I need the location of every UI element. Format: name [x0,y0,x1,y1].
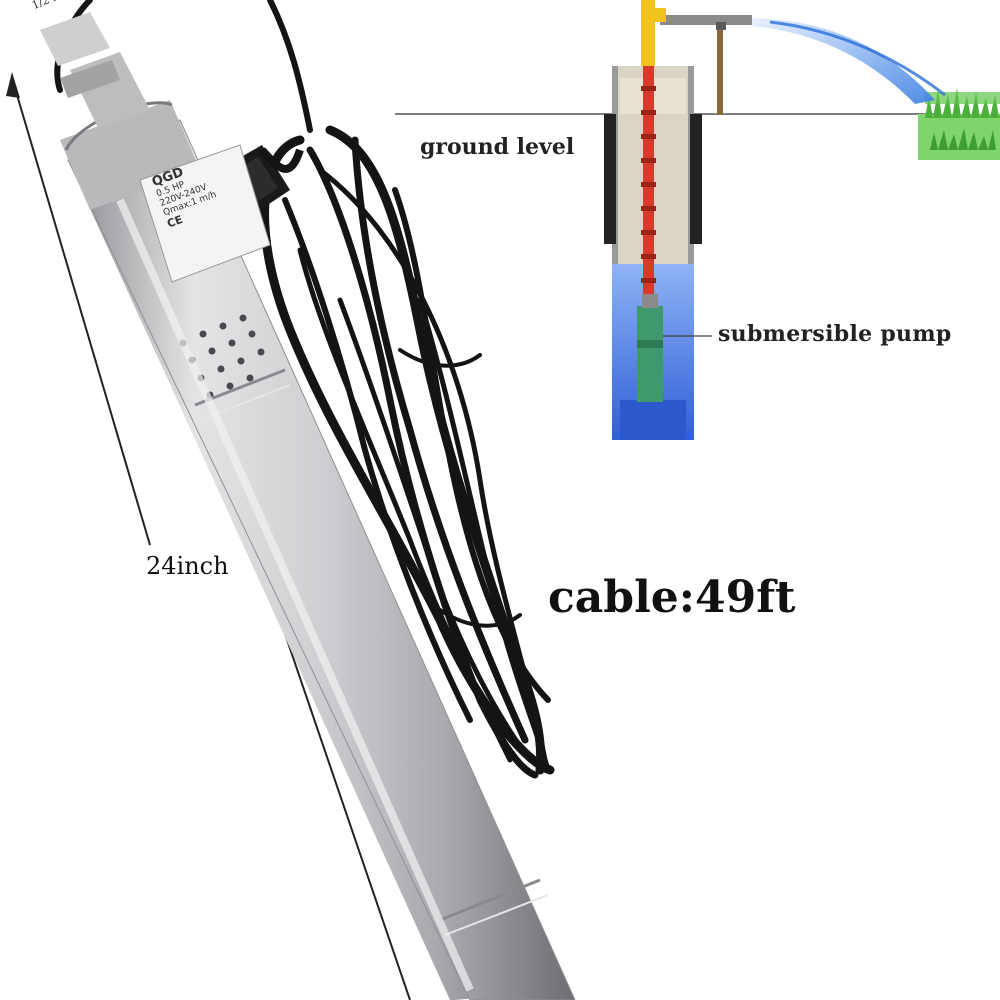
length-label: 24inch [146,552,229,580]
power-cable-coil [54,0,555,779]
pump-body [40,12,576,1000]
outlet-pipe [660,15,752,25]
cable-length-label: cable:49ft [548,572,796,623]
diagram-pump [637,306,663,402]
well-diagram [395,0,1000,440]
spec-plate [139,144,271,283]
drop-pipe [643,66,654,296]
ground-level-label: ground level [420,134,575,160]
submersible-pump-label: submersible pump [718,321,952,347]
water-spray [752,18,935,104]
length-dimension [6,72,411,1000]
